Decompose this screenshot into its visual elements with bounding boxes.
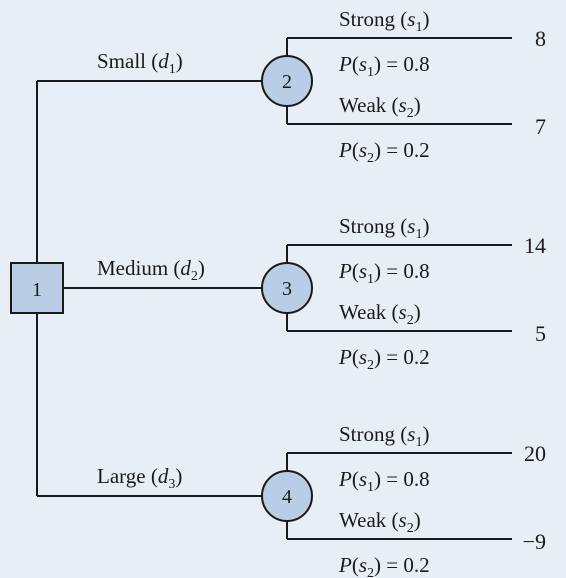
decision-label: Large (d3) bbox=[97, 464, 182, 492]
decision-label: Medium (d2) bbox=[97, 256, 205, 284]
payoff-value: 8 bbox=[535, 26, 546, 51]
chance-node-label: 4 bbox=[282, 486, 292, 508]
state-label: Strong (s1) bbox=[339, 7, 429, 35]
payoff-value: −9 bbox=[523, 529, 546, 554]
branch-2: Medium (d2) 3 Strong (s1) P(s1) = 0.8 14Weak… bbox=[63, 214, 546, 373]
state-probability: P(s1) = 0.8 bbox=[338, 52, 430, 80]
state-probability: P(s2) = 0.2 bbox=[338, 138, 430, 166]
state-label: Strong (s1) bbox=[339, 214, 429, 242]
state-label: Strong (s1) bbox=[339, 422, 429, 450]
state-probability: P(s2) = 0.2 bbox=[338, 553, 430, 578]
decision-label: Small (d1) bbox=[97, 49, 183, 77]
state-probability: P(s1) = 0.8 bbox=[338, 259, 430, 287]
decision-node-group: 1 bbox=[10, 262, 64, 314]
chance-node-label: 3 bbox=[282, 278, 292, 300]
payoff-value: 5 bbox=[535, 321, 546, 346]
payoff-value: 7 bbox=[535, 114, 546, 139]
state-label: Weak (s2) bbox=[339, 300, 421, 328]
chance-node-4 bbox=[261, 470, 313, 522]
payoff-value: 20 bbox=[524, 441, 546, 466]
chance-node-label: 2 bbox=[282, 71, 292, 93]
decision-node-label: 1 bbox=[32, 279, 42, 301]
state-label: Weak (s2) bbox=[339, 508, 421, 536]
chance-node-3 bbox=[261, 262, 313, 314]
payoff-value: 14 bbox=[524, 233, 546, 258]
chance-node-2 bbox=[261, 55, 313, 107]
branch-3: Large (d3) 4 Strong (s1) P(s1) = 0.8 20Weak … bbox=[37, 422, 546, 578]
state-probability: P(s1) = 0.8 bbox=[338, 467, 430, 495]
state-probability: P(s2) = 0.2 bbox=[338, 345, 430, 373]
state-label: Weak (s2) bbox=[339, 93, 421, 121]
